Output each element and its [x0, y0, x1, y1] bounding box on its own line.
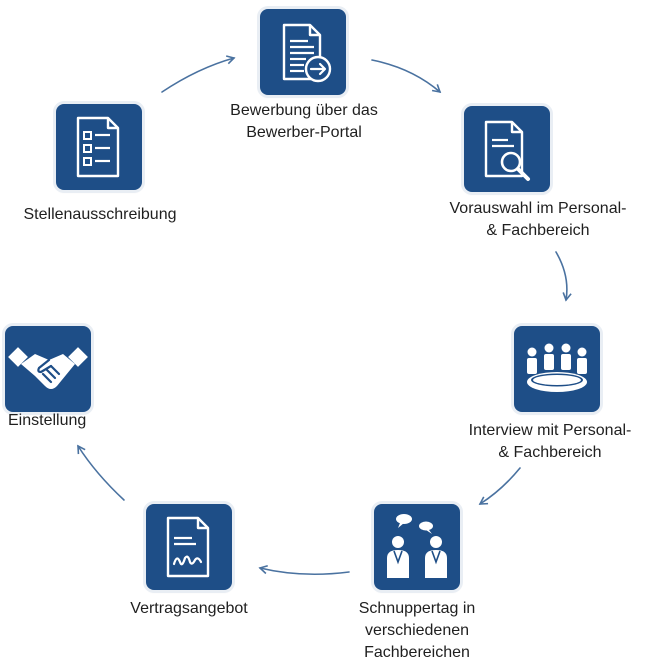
arrow-interview-to-schnuppertag: [478, 467, 521, 505]
handshake-icon: [5, 326, 91, 412]
checklist-icon: [56, 104, 142, 190]
conversation-people-icon: [374, 504, 460, 590]
arrow-bewerbung-to-vorauswahl: [371, 59, 442, 94]
step-label-vertragsangebot: Vertragsangebot: [130, 600, 248, 617]
step-label-vorauswahl: Vorauswahl im Personal- & Fachbereich: [449, 200, 627, 239]
arrow-stellen-to-bewerbung: [161, 55, 236, 93]
arrow-vertrag-to-einstellung: [77, 444, 125, 501]
step-label-bewerbung: Bewerbung über das Bewerber-Portal: [230, 102, 378, 141]
step-label-interview: Interview mit Personal- & Fachbereich: [468, 422, 632, 461]
arrow-vorauswahl-to-interview: [555, 251, 572, 302]
meeting-table-icon: [514, 326, 600, 412]
contract-signature-icon: [146, 504, 232, 590]
arrow-schnuppertag-to-vertrag: [258, 564, 350, 576]
document-arrow-icon: [260, 9, 346, 95]
step-label-einstellung: Einstellung: [8, 412, 87, 429]
document-search-icon: [464, 106, 550, 192]
step-label-schnuppertag: Schnuppertag in verschiedenen Fachbereic…: [358, 600, 476, 661]
step-label-stellenausschreibung: Stellenausschreibung: [23, 206, 177, 223]
